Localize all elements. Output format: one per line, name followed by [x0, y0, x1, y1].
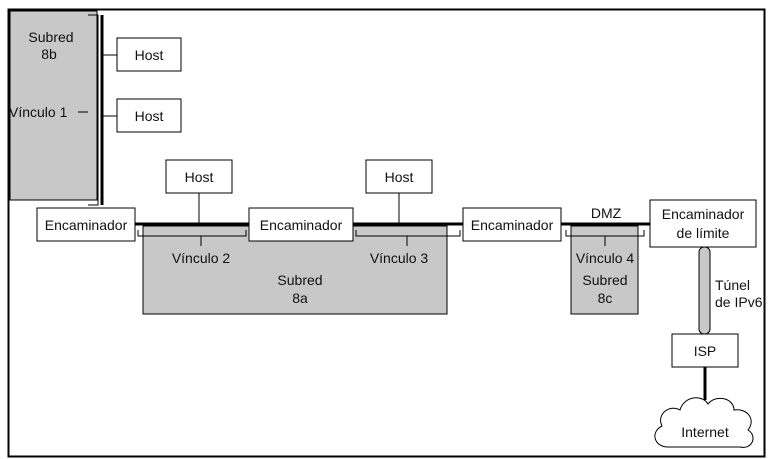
dmz-label: DMZ — [591, 205, 622, 221]
subnet-8c-area — [570, 225, 639, 315]
subnet-8a-label-1: Subred — [277, 272, 322, 288]
isp-box — [671, 333, 739, 368]
host-3-box — [165, 159, 233, 194]
router-3-label: Encaminador — [471, 217, 554, 233]
host-4-label: Host — [385, 169, 414, 185]
router-2-box — [248, 207, 354, 242]
isp-label: ISP — [694, 343, 717, 359]
router-1-label: Encaminador — [45, 217, 128, 233]
internet-label: Internet — [681, 424, 729, 440]
tunnel-label-2: de IPv6 — [715, 294, 763, 310]
ipv6-tunnel — [698, 246, 711, 335]
link-3-label: Vínculo 3 — [370, 250, 429, 266]
router-1-box — [36, 207, 136, 242]
link-3-bracket — [355, 230, 461, 237]
link-1-label: Vínculo 1 — [9, 104, 68, 120]
host-1-label: Host — [135, 47, 164, 63]
link-2-bracket — [137, 230, 247, 237]
subnet-8b-label-1: Subred — [28, 29, 73, 45]
host-3-label: Host — [185, 169, 214, 185]
internet-cloud-icon — [654, 397, 754, 448]
border-router-label-2: de límite — [677, 225, 730, 241]
host-2-box — [116, 98, 182, 133]
subnet-8b-area — [9, 10, 98, 201]
link-2-label: Vínculo 2 — [172, 250, 231, 266]
subnet-8a-label-2: 8a — [292, 290, 308, 306]
host-1-box — [116, 37, 182, 72]
subnet-8c-label-2: 8c — [598, 290, 613, 306]
tunnel-label-1: Túnel — [715, 277, 750, 293]
border-router-box — [649, 199, 757, 248]
router-3-box — [462, 207, 562, 242]
host-4-box — [365, 159, 433, 194]
link-1-bracket — [88, 14, 99, 206]
link-4-label: Vínculo 4 — [576, 250, 635, 266]
subnet-8c-label-1: Subred — [582, 272, 627, 288]
host-2-label: Host — [135, 108, 164, 124]
router-2-label: Encaminador — [260, 217, 343, 233]
border-router-label-1: Encaminador — [662, 206, 745, 222]
subnet-8b-label-2: 8b — [41, 46, 57, 62]
